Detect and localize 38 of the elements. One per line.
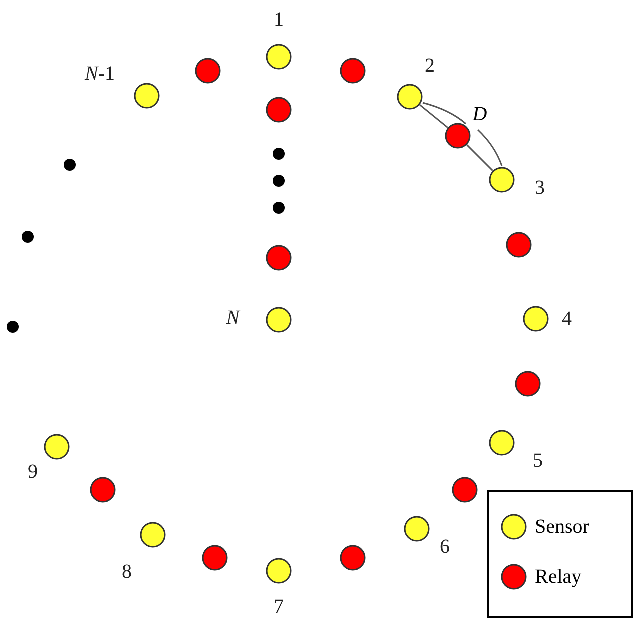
connecting-line xyxy=(466,144,494,172)
relay-node xyxy=(266,245,292,271)
relay-node xyxy=(202,545,228,571)
sensor-node xyxy=(44,434,70,460)
sensor-node xyxy=(489,167,515,193)
node-number: 5 xyxy=(533,450,543,472)
node-number: 4 xyxy=(562,308,572,330)
relay-node xyxy=(340,58,366,84)
sensor-node xyxy=(404,516,430,542)
dimension-label: D xyxy=(472,104,488,126)
node-number: N xyxy=(226,307,240,329)
node-number: 7 xyxy=(274,596,284,618)
node-number: 1 xyxy=(274,9,284,31)
sensor-node xyxy=(140,522,166,548)
relay-node xyxy=(266,97,292,123)
sensor-node xyxy=(523,306,549,332)
connecting-line xyxy=(420,104,448,128)
node-number: 2 xyxy=(425,55,435,77)
legend-label: Relay xyxy=(535,565,582,590)
node-number: 9 xyxy=(28,461,38,483)
relay-node xyxy=(506,232,532,258)
relay-node xyxy=(340,545,366,571)
sensor-node xyxy=(266,44,292,70)
legend-label: Sensor xyxy=(535,515,590,540)
relay-node xyxy=(452,477,478,503)
sensor-node xyxy=(489,430,515,456)
node-number: N-1 xyxy=(85,63,115,85)
sensor-node xyxy=(397,84,423,110)
relay-node xyxy=(445,123,471,149)
relay-node xyxy=(515,371,541,397)
node-number: 8 xyxy=(122,561,132,583)
node-number: 3 xyxy=(535,177,545,199)
node-number: 6 xyxy=(440,536,450,558)
sensor-node xyxy=(266,307,292,333)
relay-node xyxy=(90,477,116,503)
sensor-node xyxy=(266,558,292,584)
sensor-node xyxy=(134,83,160,109)
relay-node xyxy=(195,58,221,84)
